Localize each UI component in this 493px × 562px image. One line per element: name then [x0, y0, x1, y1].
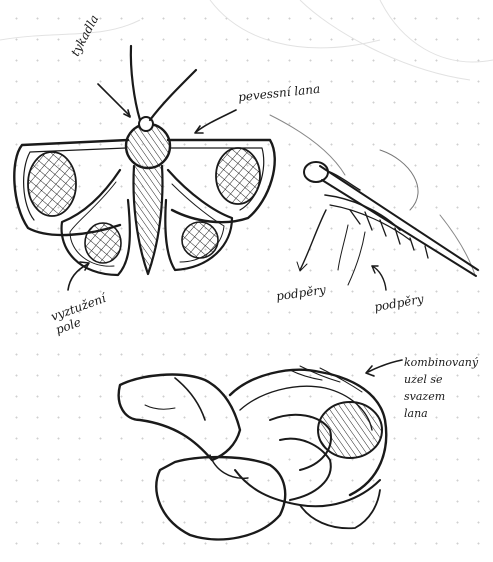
knot-drawing [119, 360, 402, 539]
butterfly-body [126, 117, 170, 274]
antennae [131, 46, 196, 120]
butterfly-drawing [14, 46, 274, 290]
label-knot: kombinovaný uzel se svazem lana [404, 354, 478, 422]
side-view-drawing [270, 115, 478, 290]
left-wing-cells [28, 152, 121, 263]
